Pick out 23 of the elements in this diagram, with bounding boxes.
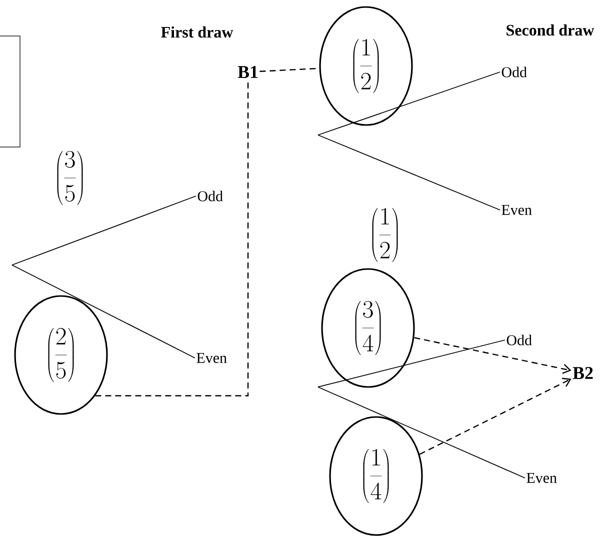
tree-branch — [318, 386, 526, 478]
tree-branch — [12, 264, 196, 358]
tree-branch — [318, 340, 506, 388]
outcome-label: Even — [502, 205, 532, 215]
dashed-arrow — [419, 378, 572, 455]
circled-fraction: $\left(\frac{1}{4}\right)$ — [329, 416, 423, 536]
dashed-arrow — [414, 337, 572, 374]
circled-fraction: $\left(\frac{1}{2}\right)$ — [319, 6, 413, 126]
fraction-label: $\left(\frac{3}{5}\right)$ — [57, 150, 83, 205]
circled-fraction: $\left(\frac{2}{5}\right)$ — [14, 295, 108, 415]
outcome-label: Odd — [502, 66, 527, 78]
column-heading: First draw — [161, 26, 234, 38]
tree-branch — [318, 72, 500, 136]
branch-label: B1 — [238, 66, 258, 78]
tree-branch — [12, 196, 196, 266]
outcome-label: Even — [196, 353, 227, 363]
tree-branch — [318, 134, 500, 210]
circled-fraction: $\left(\frac{3}{4}\right)$ — [321, 268, 415, 388]
branch-label: B2 — [572, 367, 593, 379]
column-heading: Second draw — [506, 24, 594, 36]
outcome-label: Odd — [506, 334, 532, 346]
outcome-label: Odd — [198, 190, 223, 202]
outcome-label: Even — [526, 473, 557, 483]
